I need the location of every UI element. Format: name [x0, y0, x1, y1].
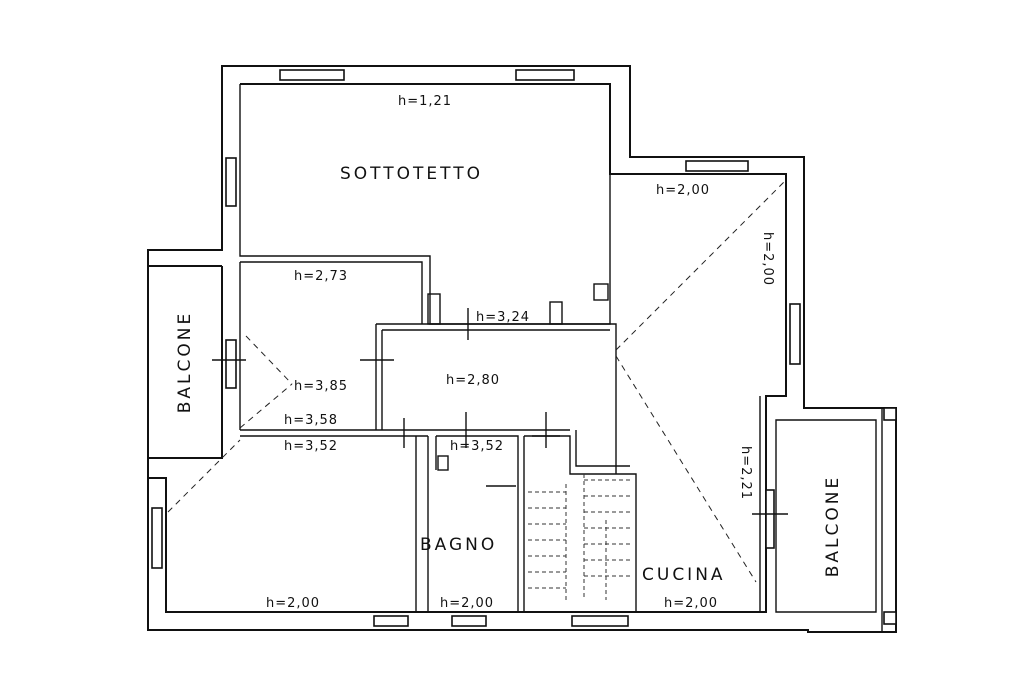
height-lower-left-bottom: h=2,00	[266, 596, 320, 611]
height-bagno-bottom: h=2,00	[440, 596, 494, 611]
height-right-top: h=2,00	[656, 183, 710, 198]
height-mid-left-b: h=3,58	[284, 413, 338, 428]
windows	[151, 69, 897, 627]
interior-walls	[239, 84, 883, 632]
height-labels: h=1,21 h=2,00 h=2,00 h=2,73 h=3,24 h=2,8…	[266, 94, 775, 611]
room-bagno: BAGNO	[420, 535, 497, 555]
outer-walls	[147, 65, 897, 633]
height-right-wall: h=2,00	[760, 232, 775, 286]
room-balcone-right: BALCONE	[823, 475, 843, 577]
height-mid-left-a: h=3,85	[294, 379, 348, 394]
room-cucina: CUCINA	[642, 565, 726, 585]
room-labels: SOTTOTETTO BALCONE BALCONE BAGNO CUCINA	[175, 164, 843, 585]
height-room-mid-left: h=2,73	[294, 269, 348, 284]
height-corridor-top: h=3,24	[476, 310, 530, 325]
height-cucina-bottom: h=2,00	[664, 596, 718, 611]
height-top-room: h=1,21	[398, 94, 452, 109]
room-sottotetto: SOTTOTETTO	[340, 164, 483, 184]
height-bagno-top: h=3,52	[450, 439, 504, 454]
stairs	[528, 474, 632, 600]
height-lower-left-top: h=3,52	[284, 439, 338, 454]
roof-slope-lines	[167, 181, 785, 583]
door-marks	[212, 308, 788, 515]
height-corridor: h=2,80	[446, 373, 500, 388]
height-cucina-side: h=2,21	[738, 446, 753, 500]
room-balcone-left: BALCONE	[175, 311, 195, 413]
